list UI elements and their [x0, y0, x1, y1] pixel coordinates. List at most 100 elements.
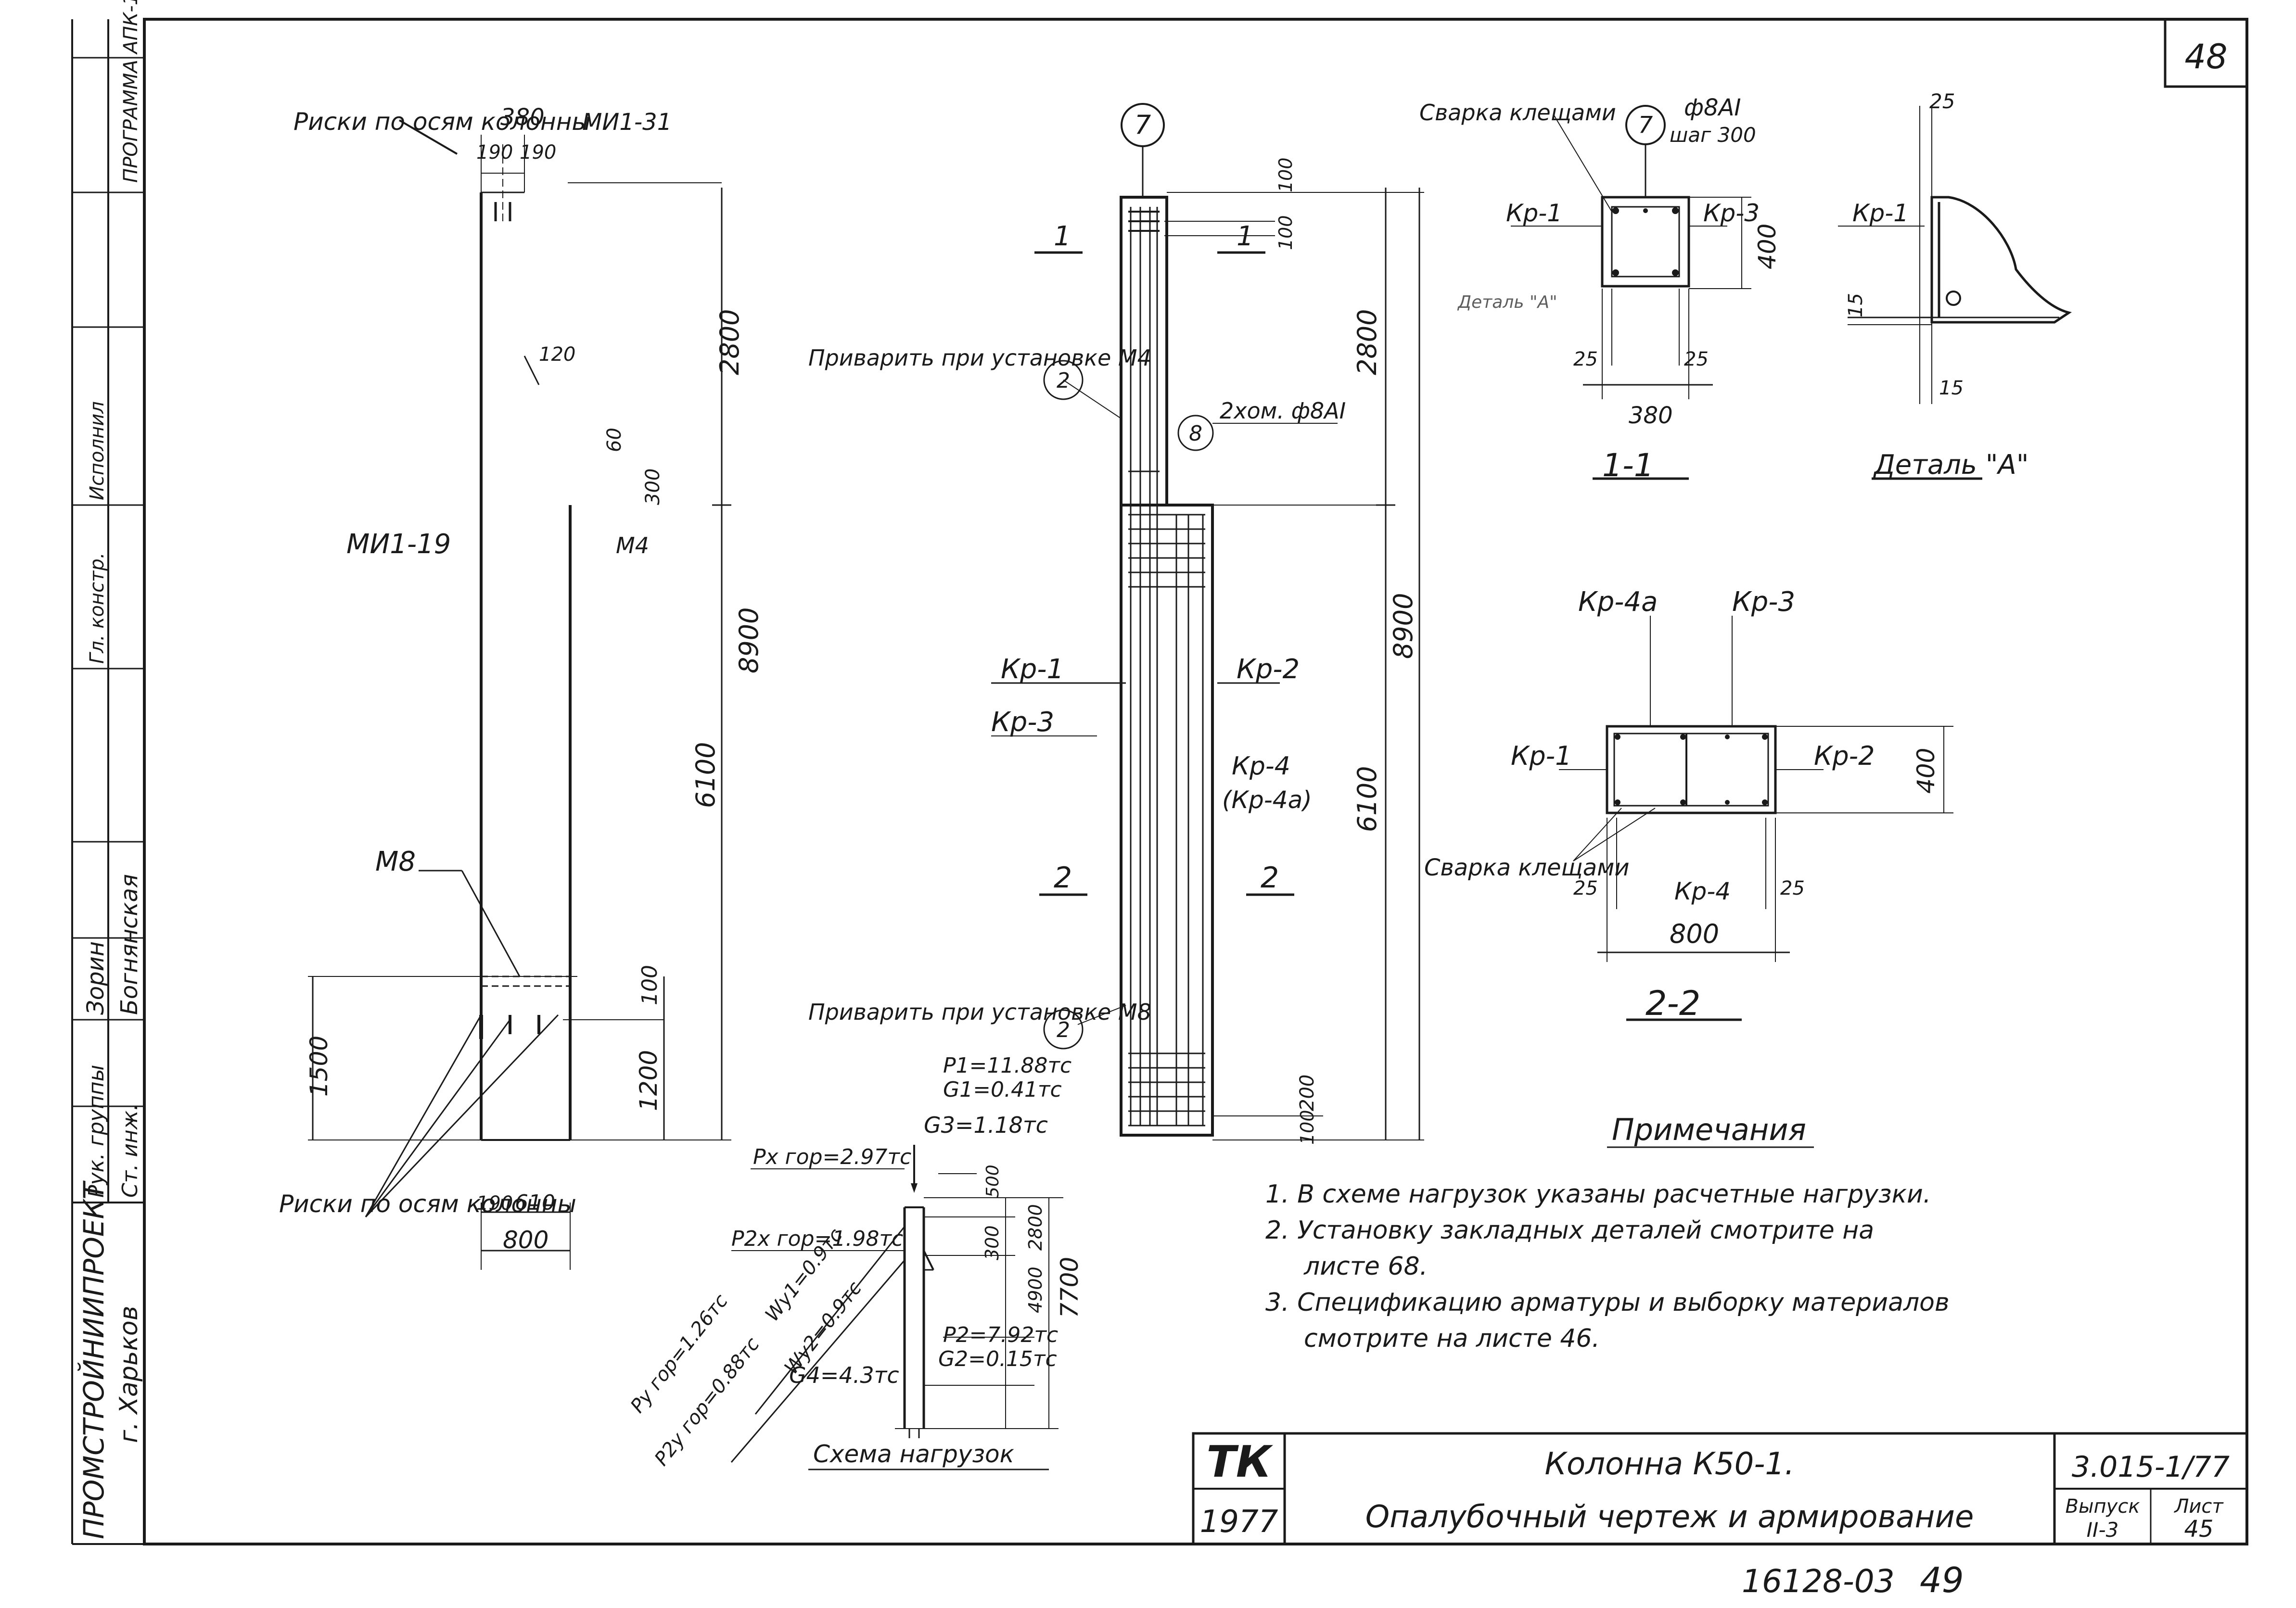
clamp-label: 2хом. ф8АI — [1220, 398, 1346, 424]
label-mi1-31: МИ1-31 — [582, 109, 672, 136]
reinf-section-1-right: 1 — [1237, 221, 1254, 252]
elev-dim-8900: 8900 — [734, 608, 764, 673]
s11-kr1: Кр-1 — [1506, 199, 1562, 227]
tb-series: 3.015-1/77 — [2072, 1450, 2230, 1484]
section-1-1 — [1511, 105, 1751, 480]
tb-sheet-label: Лист — [2173, 1495, 2224, 1518]
reinf-dim-100b: 100 — [1275, 215, 1296, 250]
s11-dim-25b: 25 — [1684, 348, 1709, 370]
label-mi1-19: МИ1-19 — [346, 529, 451, 560]
column-reinforcement — [991, 103, 1424, 1140]
label-m8: М8 — [375, 846, 416, 877]
load-p1: P1=11.88тс — [943, 1053, 1071, 1078]
reinf-dim-100c: 100 — [1297, 1110, 1318, 1145]
detail-a-dim-25: 25 — [1929, 89, 1955, 113]
elev-dim-100: 100 — [638, 965, 662, 1005]
s11-rebar: ф8АI — [1684, 94, 1741, 121]
reinf-section-1-left: 1 — [1054, 221, 1071, 252]
reinf-kr3: Кр-3 — [991, 707, 1054, 738]
elev-dim-2800: 2800 — [714, 309, 745, 375]
elev-dim-6100: 6100 — [690, 742, 721, 808]
elev-dim-190b: 190 — [520, 141, 556, 164]
reinf-section-2-right: 2 — [1261, 861, 1279, 895]
load-g4: G4=4.3тс — [789, 1362, 899, 1388]
s22-kr1: Кр-1 — [1511, 741, 1571, 771]
stamp-role-2: Ст. инж. — [118, 1104, 142, 1198]
reinf-dim-6100: 6100 — [1352, 766, 1382, 832]
title-block — [1192, 1432, 2248, 1545]
load-dim-300: 300 — [982, 1225, 1003, 1260]
detail-a-title: Деталь "А" — [1873, 449, 2029, 481]
s11-dim-25a: 25 — [1573, 348, 1598, 370]
load-dim-2800: 2800 — [1025, 1204, 1046, 1251]
load-dim-500: 500 — [983, 1165, 1003, 1198]
handwritten-page: 49 — [1920, 1560, 1964, 1600]
detail-a-dim-15a: 15 — [1845, 293, 1867, 317]
elev-dim-190a: 190 — [476, 141, 513, 164]
tb-issue-value: II-3 — [2087, 1518, 2119, 1542]
s11-step: шаг 300 — [1670, 123, 1756, 147]
elev-dim-610: 610 — [515, 1190, 555, 1215]
load-title: Схема нагрузок — [813, 1440, 1014, 1468]
s22-kr3: Кр-3 — [1732, 586, 1795, 618]
bubble-2-top: 2 — [1057, 368, 1070, 393]
left-stamp — [71, 19, 144, 1545]
s22-kr4: Кр-4 — [1674, 877, 1731, 905]
notes-heading: Примечания — [1612, 1112, 1806, 1147]
stamp-program: ПРОГРАММА АПК-12 — [120, 0, 142, 183]
stamp-org: ПРОМСТРОЙНИИПРОЕКТ — [77, 1180, 110, 1539]
note-1: 1. В схеме нагрузок указаны расчетные на… — [1265, 1180, 1931, 1209]
note-3b: смотрите на листе 46. — [1304, 1324, 1600, 1353]
stamp-role-1: Рук. группы — [84, 1065, 109, 1198]
reinf-dim-2800: 2800 — [1352, 309, 1382, 375]
load-p2: P2=7.92тс — [943, 1323, 1058, 1347]
s22-title: 2-2 — [1645, 984, 1700, 1023]
s11-weld: Сварка клещами — [1419, 100, 1616, 126]
tb-mark: ТК — [1207, 1437, 1274, 1487]
reinf-kr4a: (Кр-4а) — [1222, 786, 1312, 814]
s22-dim-400: 400 — [1912, 748, 1940, 794]
s11-dim-380: 380 — [1629, 402, 1673, 429]
stamp-city: г. Харьков — [115, 1306, 143, 1443]
detail-a — [1838, 106, 2072, 480]
load-p2x-hor: P2x гор=1.98тс — [731, 1227, 903, 1251]
reinf-kr2: Кр-2 — [1237, 654, 1300, 685]
weld-note-bottom: Приварить при установке М8 — [808, 999, 1151, 1025]
elev-dim-300: 300 — [642, 468, 664, 505]
section-2-2 — [1559, 616, 1953, 1021]
sheet-number: 48 — [2184, 37, 2227, 76]
reinf-kr4: Кр-4 — [1232, 752, 1290, 781]
note-2: 2. Установку закладных деталей смотрите … — [1265, 1216, 1874, 1245]
s22-kr4a: Кр-4а — [1578, 586, 1658, 618]
s22-weld: Сварка клещами — [1424, 854, 1630, 881]
note-2b: листе 68. — [1303, 1252, 1428, 1281]
stamp-name-1: Зорин — [82, 941, 109, 1015]
elev-dim-1500: 1500 — [305, 1036, 333, 1097]
load-dim-4900: 4900 — [1025, 1266, 1046, 1313]
s11-title: 1-1 — [1602, 447, 1654, 484]
detail-a-dim-15b: 15 — [1939, 377, 1964, 399]
label-risks-bottom: Риски по осям колонны — [279, 1190, 576, 1218]
reinf-section-2-left: 2 — [1054, 861, 1072, 895]
detail-a-kr1: Кр-1 — [1852, 199, 1909, 227]
note-3: 3. Спецификацию арматуры и выборку матер… — [1265, 1288, 1950, 1317]
tb-sheet-value: 45 — [2184, 1516, 2213, 1543]
elev-dim-120: 120 — [539, 343, 575, 366]
stamp-role-3: Гл. констр. — [86, 553, 108, 664]
label-m4: М4 — [616, 532, 649, 558]
reinf-dim-200: 200 — [1296, 1075, 1318, 1111]
s11-dim-400: 400 — [1753, 224, 1781, 269]
s22-kr2: Кр-2 — [1814, 741, 1875, 771]
reinf-axis: 7 — [1135, 110, 1151, 140]
tb-title: Колонна К50-1. — [1545, 1446, 1795, 1482]
s11-kr3: Кр-3 — [1703, 199, 1760, 227]
load-g2: G2=0.15тс — [938, 1347, 1057, 1371]
s11-axis: 7 — [1638, 112, 1653, 139]
load-g3: G3=1.18тс — [924, 1112, 1048, 1138]
stamp-role-4: Исполнил — [86, 401, 108, 500]
weld-note-top: Приварить при установке М4 — [808, 345, 1151, 371]
tb-subtitle: Опалубочный чертеж и армирование — [1365, 1499, 1974, 1535]
tb-issue-label: Выпуск — [2066, 1495, 2140, 1518]
drawing-code: 16128-03 — [1742, 1563, 1895, 1600]
